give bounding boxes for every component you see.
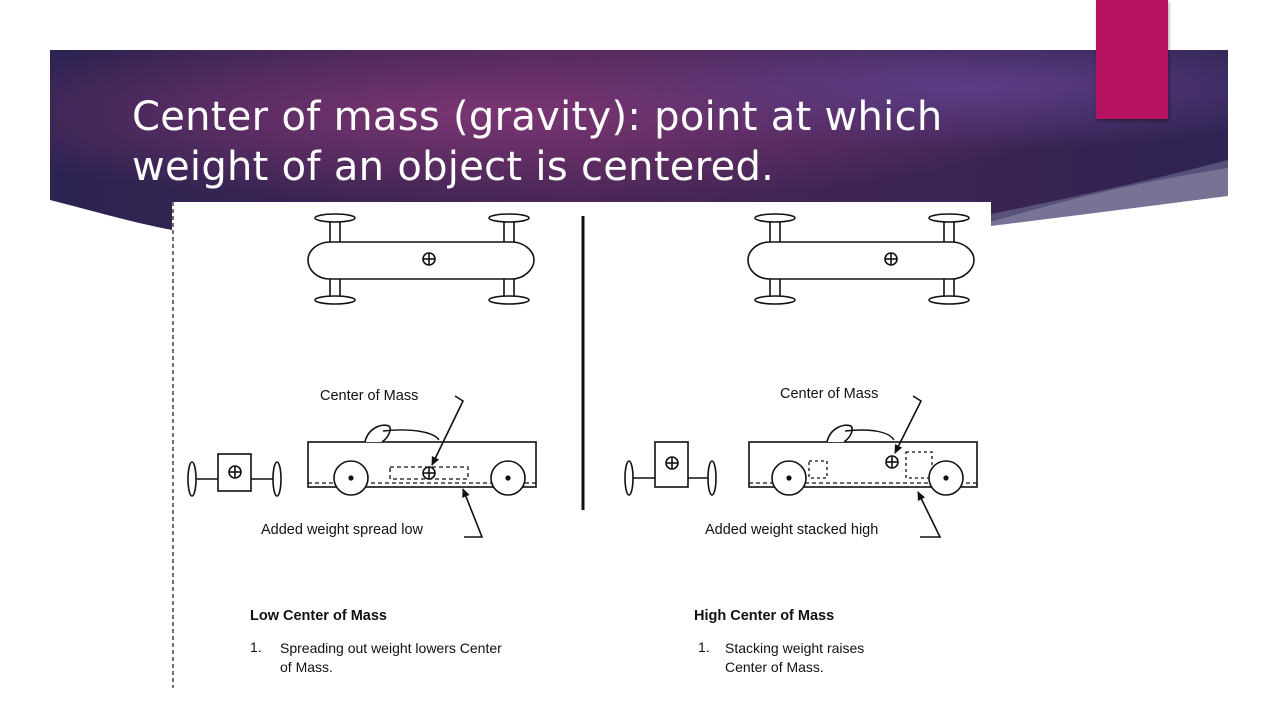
left-side-com-icon <box>422 466 436 480</box>
right-heading: High Center of Mass <box>694 608 835 624</box>
left-driver-head <box>364 424 391 443</box>
right-side-com-icon <box>885 455 899 469</box>
right-added-weight-stack <box>905 451 933 479</box>
center-of-mass-figure: Center of Mass Added weight spread low L… <box>172 202 991 688</box>
left-front-view-car <box>187 453 282 497</box>
left-top-body <box>307 241 535 280</box>
left-weight-label: Added weight spread low <box>261 522 424 538</box>
left-top-front-axle <box>314 213 356 305</box>
left-item-text: Spreading out weight lowers Center of Ma… <box>280 640 502 675</box>
right-top-rear-axle <box>928 213 970 305</box>
right-side-view-car <box>748 424 978 496</box>
right-front-com-icon <box>665 456 679 470</box>
right-front-view-car <box>624 441 717 496</box>
banner-swoosh <box>991 160 1228 226</box>
right-top-com-icon <box>884 252 898 266</box>
right-weight-callout-line <box>917 491 942 538</box>
right-com-callout-line <box>894 395 923 454</box>
slide-title: Center of mass (gravity): point at which… <box>132 92 1032 192</box>
left-item-number: 1. <box>250 639 262 655</box>
right-top-view-car <box>747 213 975 305</box>
right-weight-label: Added weight stacked high <box>705 522 879 538</box>
left-weight-callout-line <box>462 488 484 538</box>
slide-title-line-1: Center of mass (gravity): point at which <box>132 94 943 140</box>
left-top-com-icon <box>422 252 436 266</box>
left-com-label: Center of Mass <box>320 388 419 404</box>
right-weight-left <box>808 460 828 479</box>
right-com-label: Center of Mass <box>780 386 879 402</box>
slide-title-line-2: weight of an object is centered. <box>132 144 775 190</box>
left-top-rear-axle <box>488 213 530 305</box>
right-item-number: 1. <box>698 639 710 655</box>
right-top-body <box>747 241 975 280</box>
left-top-view-car <box>307 213 535 305</box>
left-com-callout-line <box>431 395 465 466</box>
right-item-text: Stacking weight raises Center of Mass. <box>725 640 865 675</box>
left-front-com-icon <box>228 465 242 479</box>
left-heading: Low Center of Mass <box>250 608 387 624</box>
left-side-view-car <box>307 424 537 496</box>
right-top-front-axle <box>754 213 796 305</box>
accent-tab <box>1096 0 1168 119</box>
title-banner <box>50 50 1228 230</box>
right-driver-head <box>826 424 853 443</box>
